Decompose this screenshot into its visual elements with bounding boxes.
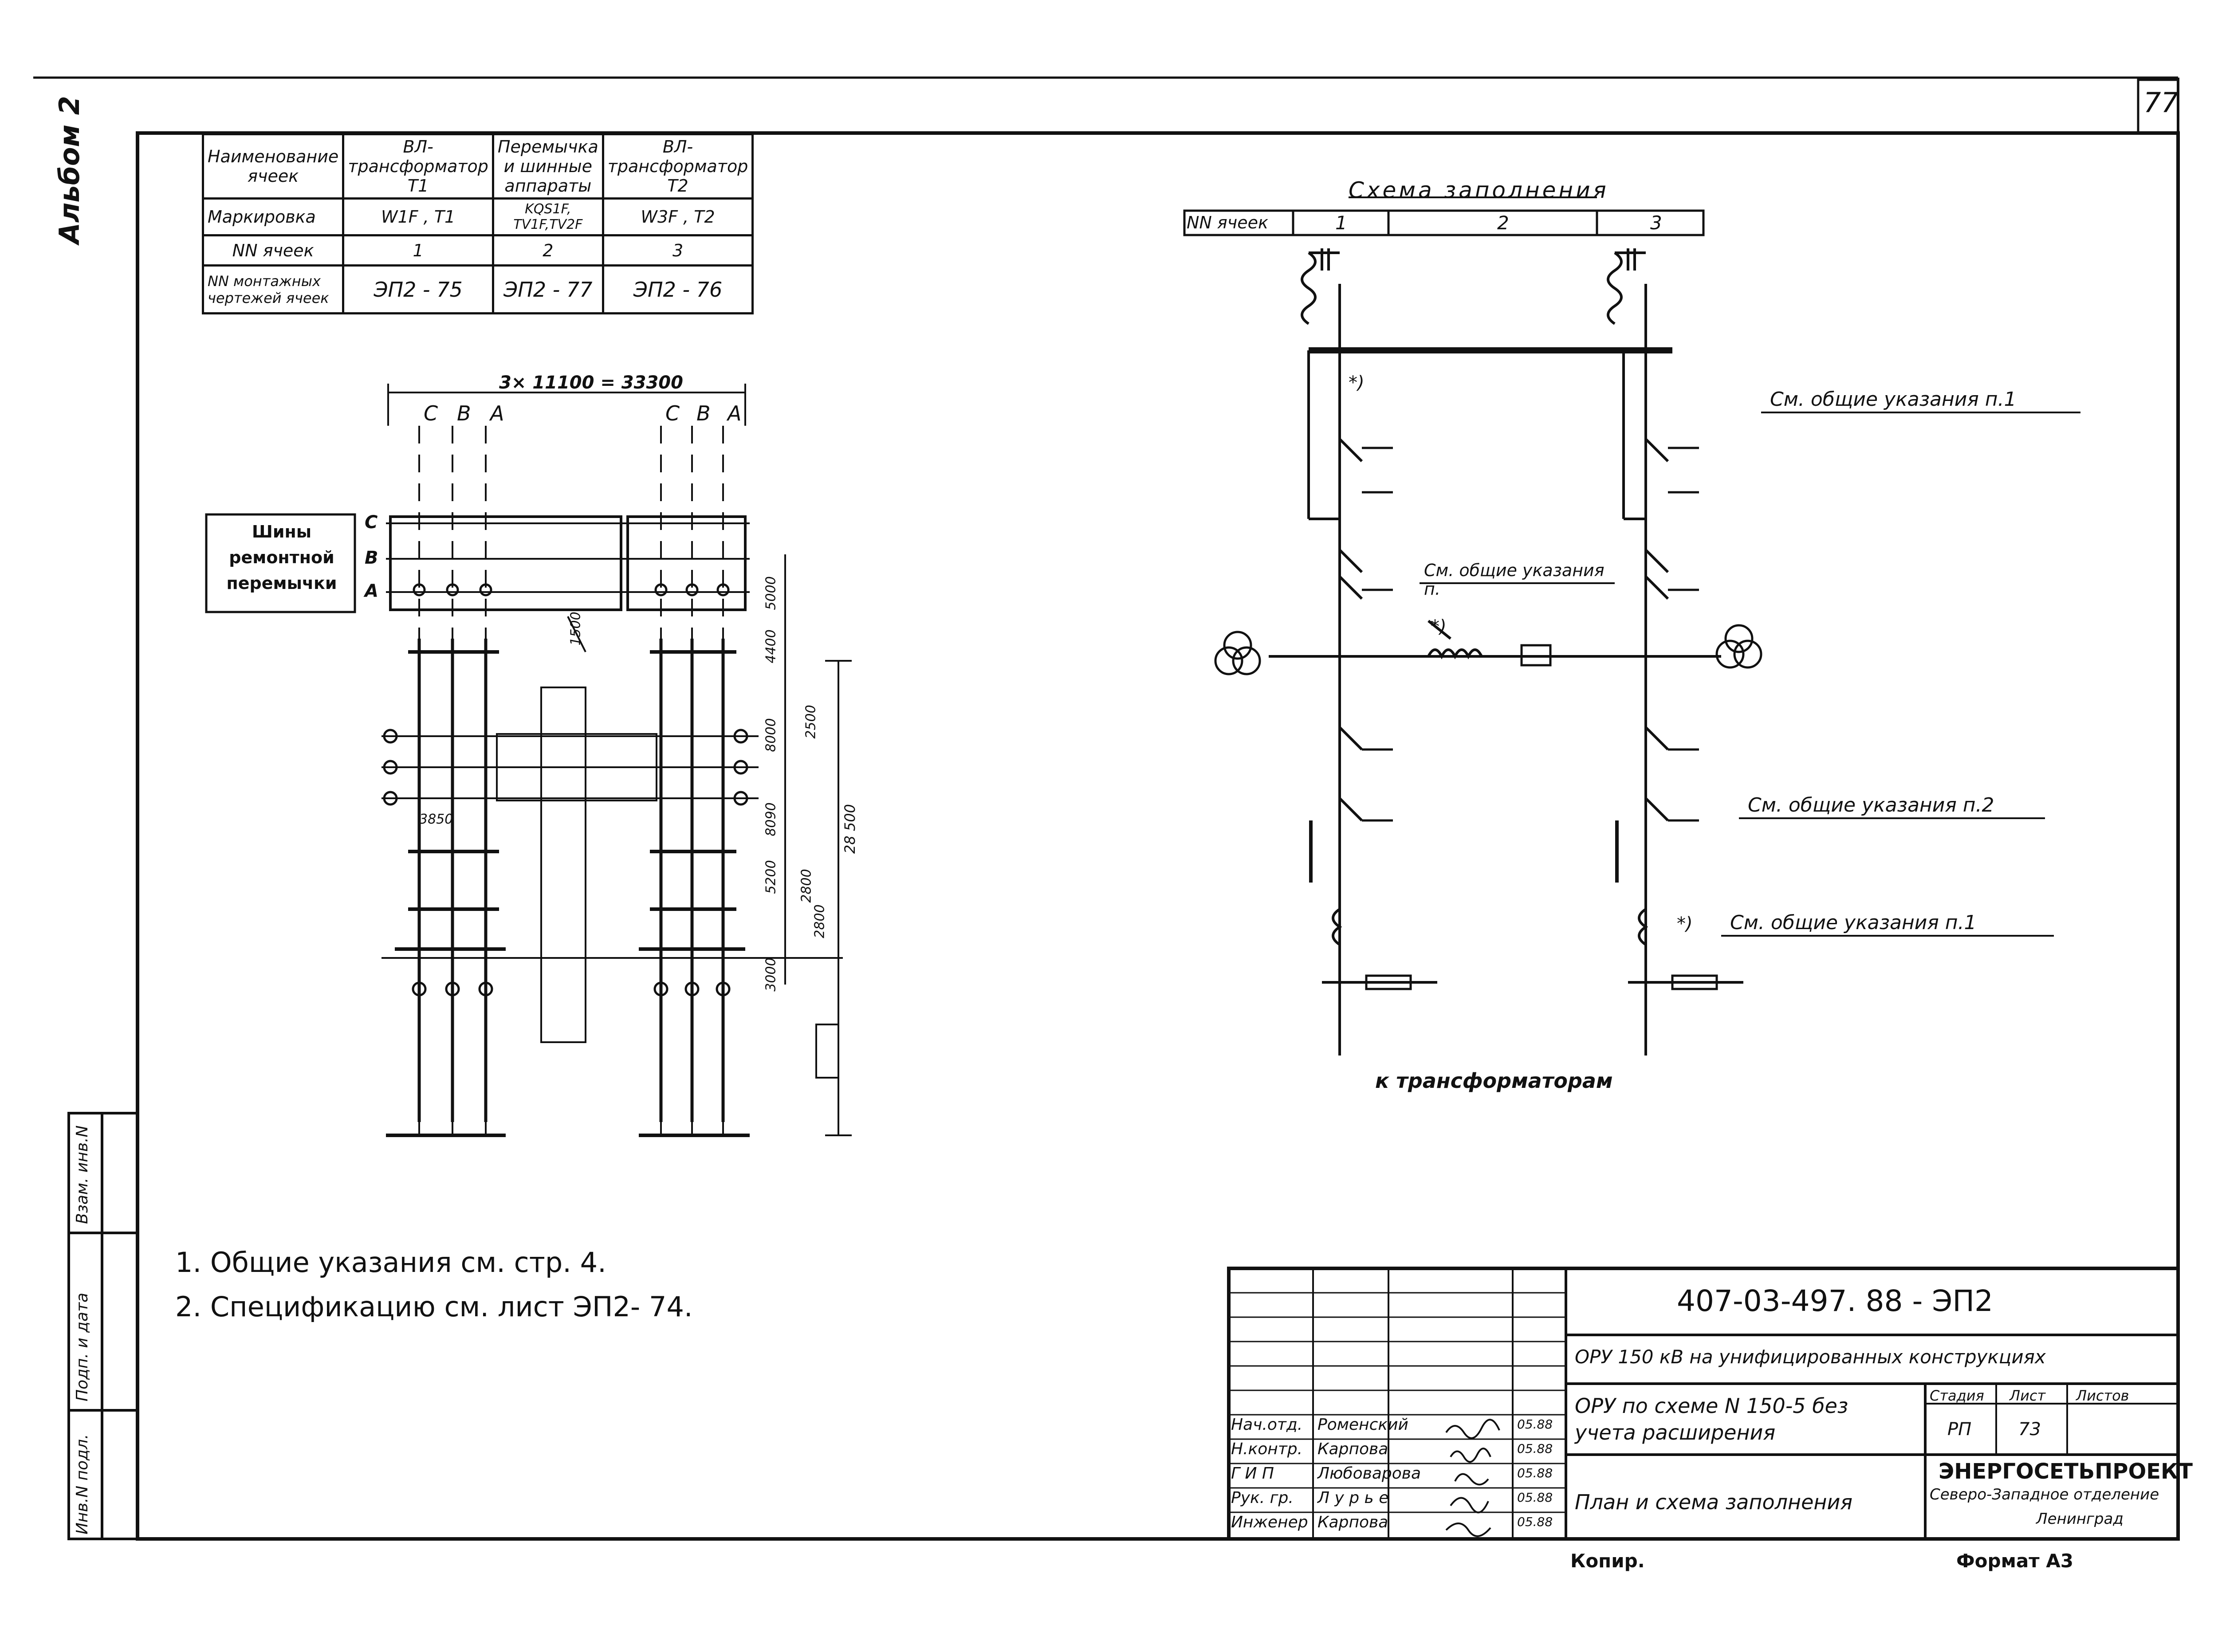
- plan-view: [205, 384, 852, 1137]
- page-number: 77: [2143, 86, 2179, 119]
- table-cell: 3: [602, 234, 754, 267]
- sheet-value: 73: [2018, 1419, 2041, 1440]
- bus-phase-a: A: [365, 581, 378, 601]
- phase-label-c: C: [424, 401, 438, 425]
- signer-role: Инженер: [1231, 1513, 1308, 1531]
- cell-table: Наименование ячеек ВЛ-трансформатор Т1 П…: [201, 133, 754, 314]
- drawing-title: План и схема заполнения: [1575, 1490, 1853, 1514]
- sheets-header: Листов: [2076, 1387, 2129, 1404]
- scheme-cell-1: 1: [1335, 212, 1347, 234]
- scheme-cell-2: 2: [1497, 212, 1509, 234]
- org-name: ЭНЕРГОСЕТЬПРОЕКТ: [1939, 1459, 2193, 1484]
- phase-label-a: A: [490, 401, 504, 425]
- signer-date: 05.88: [1517, 1441, 1553, 1456]
- repair-bus-label: Шины ремонтной перемычки: [226, 522, 337, 593]
- table-cell: Маркировка: [201, 197, 345, 236]
- scheme-cell-3: 3: [1650, 212, 1662, 234]
- doc-code: 407-03-497. 88 - ЭП2: [1677, 1284, 1993, 1318]
- table-row: Наименование ячеек ВЛ-трансформатор Т1 П…: [201, 133, 754, 200]
- sheet-title: ОРУ по схеме N 150-5 без учета расширени…: [1575, 1394, 1848, 1444]
- signer-date: 05.88: [1517, 1466, 1553, 1480]
- table-cell: 2: [492, 234, 604, 267]
- table-cell: NN ячеек: [201, 234, 345, 267]
- table-cell: 1: [342, 234, 494, 267]
- phase-label-a: A: [728, 401, 742, 425]
- scheme-note: См. общие указания п.1: [1730, 911, 1977, 934]
- dimension-label: 3850: [419, 812, 453, 827]
- table-row: NN монтажных чертежей ячеек ЭП2 - 75 ЭП2…: [201, 264, 754, 314]
- general-note-2: 2. Спецификацию см. лист ЭП2- 74.: [175, 1291, 693, 1323]
- star-mark: *): [1677, 914, 1693, 934]
- table-cell: KQS1F, TV1F,TV2F: [492, 197, 604, 236]
- scheme-note: См. общие указания п.: [1424, 561, 1605, 599]
- scheme-title: Схема заполнения: [1349, 177, 1609, 203]
- format-label: Формат А3: [1956, 1550, 2073, 1572]
- table-cell: ЭП2 - 77: [492, 264, 604, 314]
- star-mark: *): [1349, 373, 1365, 393]
- org-branch: Северо-Западное отделение: [1930, 1486, 2159, 1503]
- scheme-bottom-label: к трансформаторам: [1375, 1069, 1613, 1093]
- signer-date: 05.88: [1517, 1417, 1553, 1432]
- signer-name: Роменский: [1317, 1416, 1408, 1434]
- stage-header: Стадия: [1930, 1387, 1984, 1404]
- table-cell: NN монтажных чертежей ячеек: [201, 264, 345, 314]
- signer-role: Н.контр.: [1231, 1440, 1303, 1458]
- signer-role: Рук. гр.: [1231, 1489, 1294, 1507]
- signer-name: Карпова: [1317, 1513, 1388, 1531]
- table-row: Маркировка W1F , T1 KQS1F, TV1F,TV2F W3F…: [201, 197, 754, 236]
- scheme-linework: [1183, 196, 2080, 1056]
- bus-phase-b: B: [365, 548, 378, 568]
- copy-label: Копир.: [1570, 1550, 1645, 1572]
- star-mark: *): [1431, 616, 1447, 637]
- table-cell: W1F , T1: [342, 197, 494, 236]
- table-header-cell: ВЛ-трансформатор Т1: [342, 133, 494, 200]
- general-note-1: 1. Общие указания см. стр. 4.: [175, 1246, 606, 1279]
- signer-role: Нач.отд.: [1231, 1416, 1303, 1434]
- phase-label-c: C: [665, 401, 680, 425]
- project-name: ОРУ 150 кВ на унифицированных конструкци…: [1575, 1346, 2046, 1368]
- table-row: NN ячеек 1 2 3: [201, 234, 754, 267]
- signer-date: 05.88: [1517, 1490, 1553, 1505]
- signer-name: Карпова: [1317, 1440, 1388, 1458]
- signer-date: 05.88: [1517, 1515, 1553, 1529]
- stage-value: РП: [1947, 1419, 1972, 1440]
- phase-label-b: B: [457, 401, 471, 425]
- table-cell: W3F , T2: [602, 197, 754, 236]
- table-header-cell: Наименование ячеек: [201, 133, 345, 200]
- signer-role: Г И П: [1231, 1464, 1274, 1483]
- phase-label-b: B: [696, 401, 711, 425]
- table-header-cell: ВЛ-трансформатор Т2: [602, 133, 754, 200]
- signer-name: Любоварова: [1317, 1464, 1421, 1483]
- table-header-cell: Перемычка и шинные аппараты: [492, 133, 604, 200]
- bus-phase-c: C: [365, 512, 378, 533]
- table-cell: ЭП2 - 75: [342, 264, 494, 314]
- signer-name: Л у р ь е: [1317, 1489, 1389, 1507]
- title-block-grid: [1227, 1267, 2180, 1541]
- scheme-note: См. общие указания п.2: [1748, 794, 1994, 816]
- org-city: Ленинград: [2036, 1510, 2124, 1528]
- plan-overall-dimension: 3× 11100 = 33300: [499, 373, 683, 393]
- sheet-header: Лист: [2010, 1387, 2046, 1404]
- scheme-note: См. общие указания п.1: [1770, 388, 2017, 411]
- scheme-cell-header: NN ячеек: [1187, 213, 1268, 232]
- table-cell: ЭП2 - 76: [602, 264, 754, 314]
